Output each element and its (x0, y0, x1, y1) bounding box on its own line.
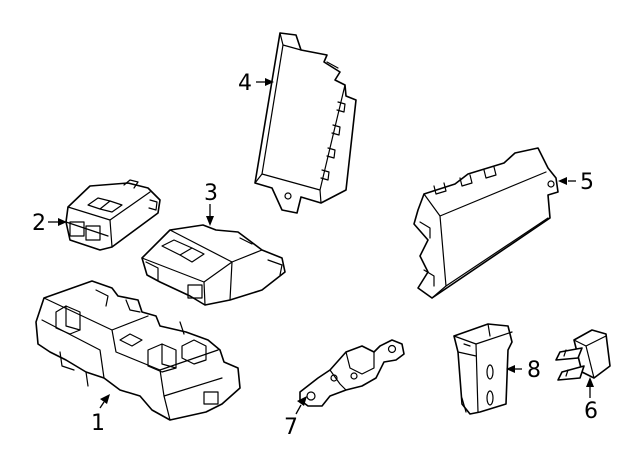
arrowhead-2 (58, 218, 67, 226)
receiver-module-part (413, 147, 559, 299)
callout-5: 5 (580, 170, 594, 195)
leader-lines (48, 78, 594, 415)
arrowhead-6 (586, 377, 594, 387)
tall-module-part (254, 32, 357, 214)
callout-1: 1 (91, 411, 105, 436)
link-fuse-part (299, 339, 405, 407)
relay-part (453, 323, 513, 415)
callout-6: 6 (584, 399, 598, 424)
arrowhead-8 (506, 365, 515, 373)
small-module-part (65, 179, 161, 251)
control-module-part (141, 224, 286, 306)
fuse-box-part (35, 280, 241, 421)
callout-2: 2 (32, 211, 46, 236)
callout-8: 8 (527, 358, 541, 383)
callout-3: 3 (204, 181, 218, 206)
callout-7: 7 (284, 415, 298, 440)
arrowhead-7 (297, 396, 307, 406)
callout-4: 4 (238, 71, 252, 96)
leader-7 (295, 404, 302, 415)
arrowhead-3 (206, 216, 214, 226)
arrowhead-4 (265, 78, 274, 86)
arrowhead-5 (558, 177, 567, 185)
callout-labels: 1 2 3 4 5 6 7 8 (32, 71, 598, 440)
arrowhead-1 (100, 394, 110, 404)
leader-1 (99, 401, 105, 409)
mini-fuse-part (555, 329, 611, 381)
